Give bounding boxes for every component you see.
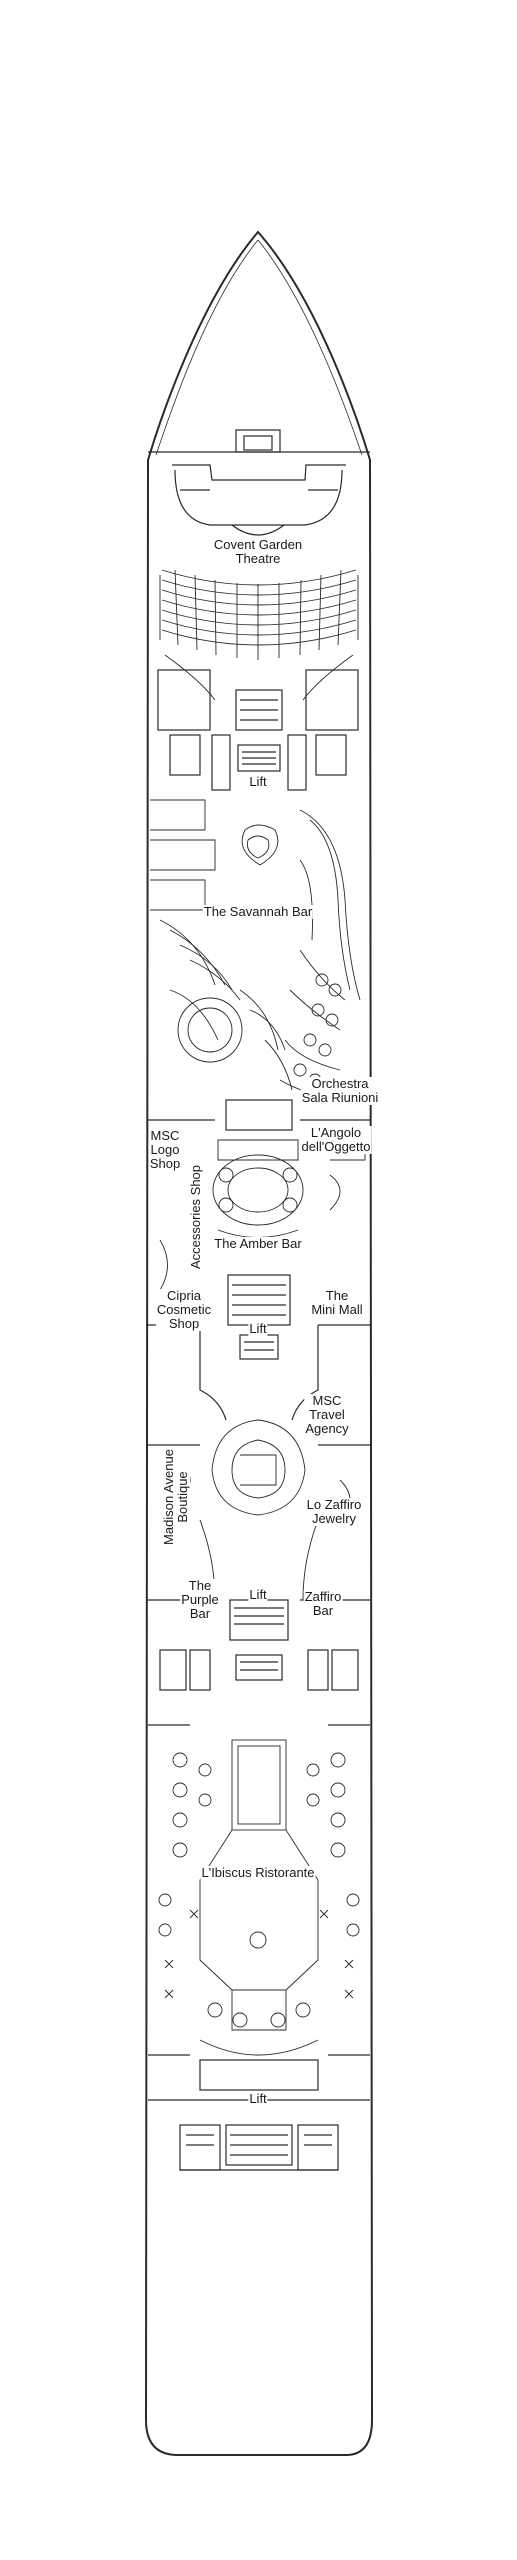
forward-lift-block: [157, 669, 359, 791]
covent-garden-theatre-label: Covent Garden Theatre: [212, 537, 304, 566]
mid-lift-block: [199, 1274, 319, 1421]
mini-mall-label: The Mini Mall: [310, 1288, 364, 1317]
angolo-oggetto-label: L'Angolo dell'Oggetto: [300, 1125, 372, 1154]
theatre-stage: [172, 429, 346, 536]
lift-label-forward: Lift: [248, 774, 268, 789]
aft-lift-block: [179, 2059, 339, 2171]
savannah-bar-label: The Savannah Bar: [202, 904, 314, 919]
ibiscus-ristorante-label: L'Ibiscus Ristorante: [200, 1865, 316, 1880]
zaffiro-bar-label: Zaffiro Bar: [303, 1589, 343, 1618]
lift-label-aft-mid: Lift: [248, 1587, 268, 1602]
accessories-shop-label: Accessories Shop: [188, 1163, 203, 1271]
msc-logo-shop-label: MSC Logo Shop: [148, 1128, 182, 1171]
restaurant-area: [158, 1739, 360, 2056]
starboard-lounge-seating: [279, 809, 361, 1101]
aft-mid-lift-block: [159, 1599, 359, 1691]
lift-label-mid: Lift: [248, 1321, 268, 1336]
lift-label-aft: Lift: [248, 2091, 268, 2106]
madison-avenue-boutique-label: Madison Avenue Boutique: [161, 1448, 190, 1546]
amber-bar-label: The Amber Bar: [213, 1236, 303, 1251]
zaffiro-jewelry-label: Lo Zaffiro Jewelry: [305, 1497, 363, 1526]
savannah-bar-seating: [150, 799, 293, 1091]
orchestra-sala-riunioni-label: Orchestra Sala Riunioni: [300, 1076, 380, 1105]
theatre-seating: [159, 569, 359, 701]
purple-bar-label: The Purple Bar: [180, 1578, 220, 1621]
cipria-cosmetic-shop-label: Cipria Cosmetic Shop: [155, 1288, 213, 1331]
msc-travel-agency-label: MSC Travel Agency: [304, 1393, 350, 1436]
hull-outline: [144, 230, 374, 2456]
